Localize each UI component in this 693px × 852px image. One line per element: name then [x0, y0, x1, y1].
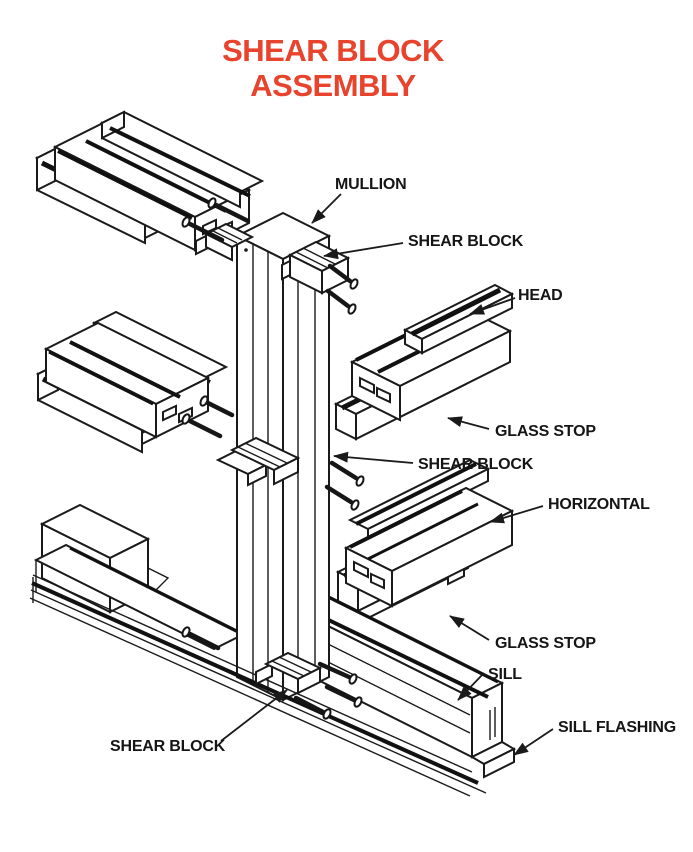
- label-shear-block-middle: SHEAR BLOCK: [418, 456, 534, 473]
- left-horizontal-profile-drawing: [35, 310, 229, 454]
- label-glass-stop-upper: GLASS STOP: [495, 423, 596, 440]
- shear-block-top-right-drawing: [281, 240, 351, 295]
- callout-labels: MULLION SHEAR BLOCK HEAD GLASS STOP SHEA…: [110, 176, 676, 755]
- leader-head: [469, 297, 516, 315]
- screws-top-right: [325, 263, 359, 315]
- head-profile-drawing: [333, 283, 515, 441]
- label-sill-flashing: SILL FLASHING: [558, 719, 676, 736]
- leader-shear-block-bottom: [220, 689, 288, 742]
- label-glass-stop-lower: GLASS STOP: [495, 635, 596, 652]
- leader-shear-block-middle: [333, 451, 414, 464]
- label-horizontal: HORIZONTAL: [548, 496, 650, 513]
- horizontal-profile-drawing: [335, 458, 515, 625]
- label-mullion: MULLION: [335, 176, 406, 193]
- left-head-profile-drawing: [34, 110, 265, 252]
- leader-horizontal: [489, 505, 544, 524]
- title-line-2: ASSEMBLY: [250, 68, 416, 103]
- diagram-title: SHEAR BLOCK ASSEMBLY: [222, 33, 445, 103]
- leader-shear-block-top: [323, 242, 404, 260]
- leader-sill: [457, 672, 485, 701]
- leader-glass-stop-upper: [447, 416, 490, 430]
- screws-top-left: [181, 197, 251, 243]
- label-sill: SILL: [488, 666, 522, 683]
- shear-block-top-left-drawing: [195, 222, 255, 262]
- title-line-1: SHEAR BLOCK: [222, 33, 445, 68]
- leader-sill-flashing: [513, 728, 554, 756]
- shear-block-bottom-drawing: [255, 651, 323, 695]
- leader-mullion: [311, 193, 342, 224]
- label-shear-block-top: SHEAR BLOCK: [408, 233, 524, 250]
- screws-left-middle: [181, 395, 235, 439]
- label-shear-block-bottom: SHEAR BLOCK: [110, 738, 226, 755]
- shear-block-middle-drawing: [215, 436, 301, 487]
- screws-middle: [324, 460, 365, 511]
- screw-left-sill: [181, 626, 221, 651]
- leader-glass-stop-lower: [449, 615, 490, 641]
- leader-lines: [220, 193, 554, 756]
- label-head: HEAD: [518, 287, 563, 304]
- screws-bottom: [293, 661, 363, 720]
